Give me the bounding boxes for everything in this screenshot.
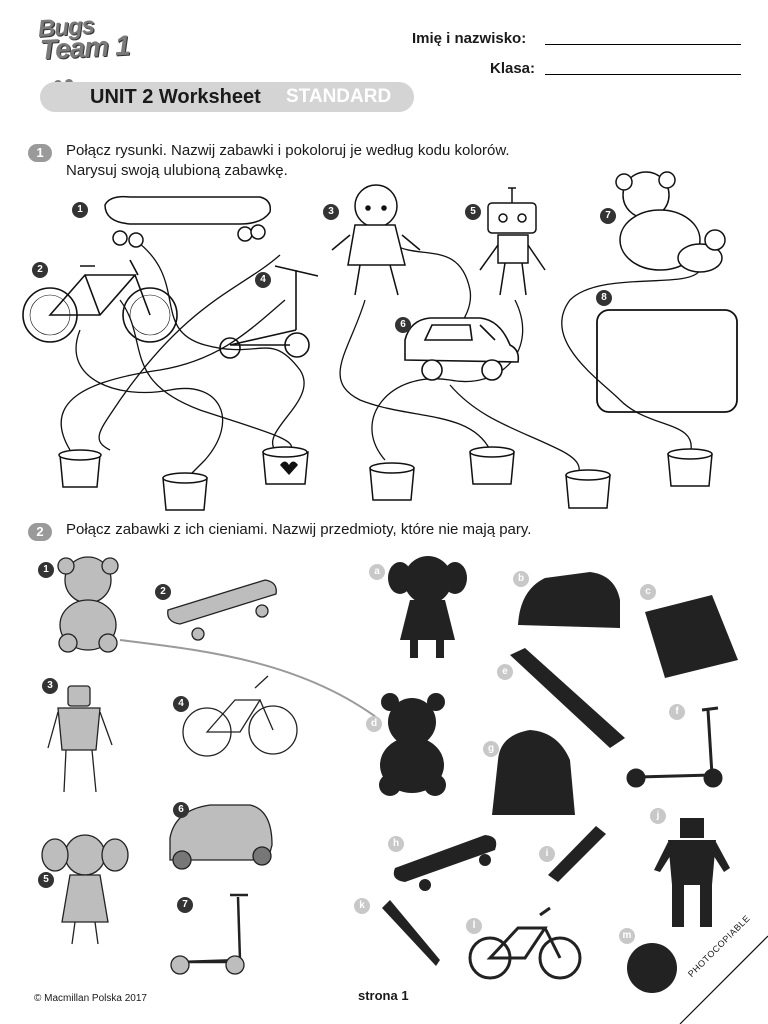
shadow-badge: h (388, 836, 404, 852)
item-badge: 1 (72, 202, 88, 218)
shadow-silhouettes (379, 556, 738, 993)
class-label: Klasa: (490, 60, 536, 77)
maze-lines (60, 239, 701, 486)
shadow-badge: f (669, 704, 685, 720)
toy-badge: 3 (42, 678, 58, 694)
shadow-badge: e (497, 664, 513, 680)
copyright: © Macmillan Polska 2017 (34, 993, 147, 1004)
bicycle-drawing (22, 259, 178, 343)
skateboard-drawing (104, 195, 272, 248)
heart-icon (280, 461, 298, 475)
page-number: strona 1 (358, 988, 409, 1003)
shadow-badge: a (369, 564, 385, 580)
item-badge: 2 (32, 262, 48, 278)
toy-badge: 6 (173, 802, 189, 818)
toy-badge: 4 (173, 696, 189, 712)
level-label: STANDARD (286, 86, 392, 107)
exercise-1-instruction-2: Narysuj swoją ulubioną zabawkę. (66, 162, 288, 179)
logo-team: Team 1 (39, 29, 131, 66)
shadow-badge: j (650, 808, 666, 824)
item-badge: 7 (600, 208, 616, 224)
toy-badge: 2 (155, 584, 171, 600)
exercise-1-number: 1 (28, 144, 52, 162)
scooter-drawing (219, 265, 319, 359)
toy-badge: 5 (38, 872, 54, 888)
shadow-badge: d (366, 716, 382, 732)
shadow-badge: g (483, 741, 499, 757)
shadow-outlines (468, 706, 723, 980)
item-badge: 4 (255, 272, 271, 288)
exercise-2-instruction: Połącz zabawki z ich cieniami. Nazwij pr… (66, 521, 532, 538)
example-connection-line (119, 639, 381, 721)
item-badge: 3 (323, 204, 339, 220)
shadow-badge: b (513, 571, 529, 587)
shadow-badge: m (619, 928, 635, 944)
teddy-drawing (615, 171, 726, 273)
toy-badge: 7 (177, 897, 193, 913)
class-field[interactable] (545, 74, 741, 75)
name-field[interactable] (545, 44, 741, 45)
shadow-badge: l (466, 918, 482, 934)
unit-title: UNIT 2 Worksheet (90, 86, 261, 108)
doll-drawing (331, 184, 421, 296)
car-drawing (404, 317, 520, 381)
item-badge: 5 (465, 204, 481, 220)
toy-badge: 1 (38, 562, 54, 578)
name-label: Imię i nazwisko: (412, 30, 527, 47)
exercise-1-instruction-1: Połącz rysunki. Nazwij zabawki i pokolor… (66, 142, 510, 159)
corner-line (679, 935, 768, 1024)
drawing-frame (596, 309, 738, 413)
paint-pots (58, 446, 713, 511)
shadow-badge: i (539, 846, 555, 862)
toy-drawings (41, 556, 298, 975)
robot-drawing (479, 187, 546, 296)
shadow-badge: k (354, 898, 370, 914)
exercise-2-number: 2 (28, 523, 52, 541)
unit-banner (40, 82, 414, 112)
item-badge: 8 (596, 290, 612, 306)
item-badge: 6 (395, 317, 411, 333)
shadow-badge: c (640, 584, 656, 600)
